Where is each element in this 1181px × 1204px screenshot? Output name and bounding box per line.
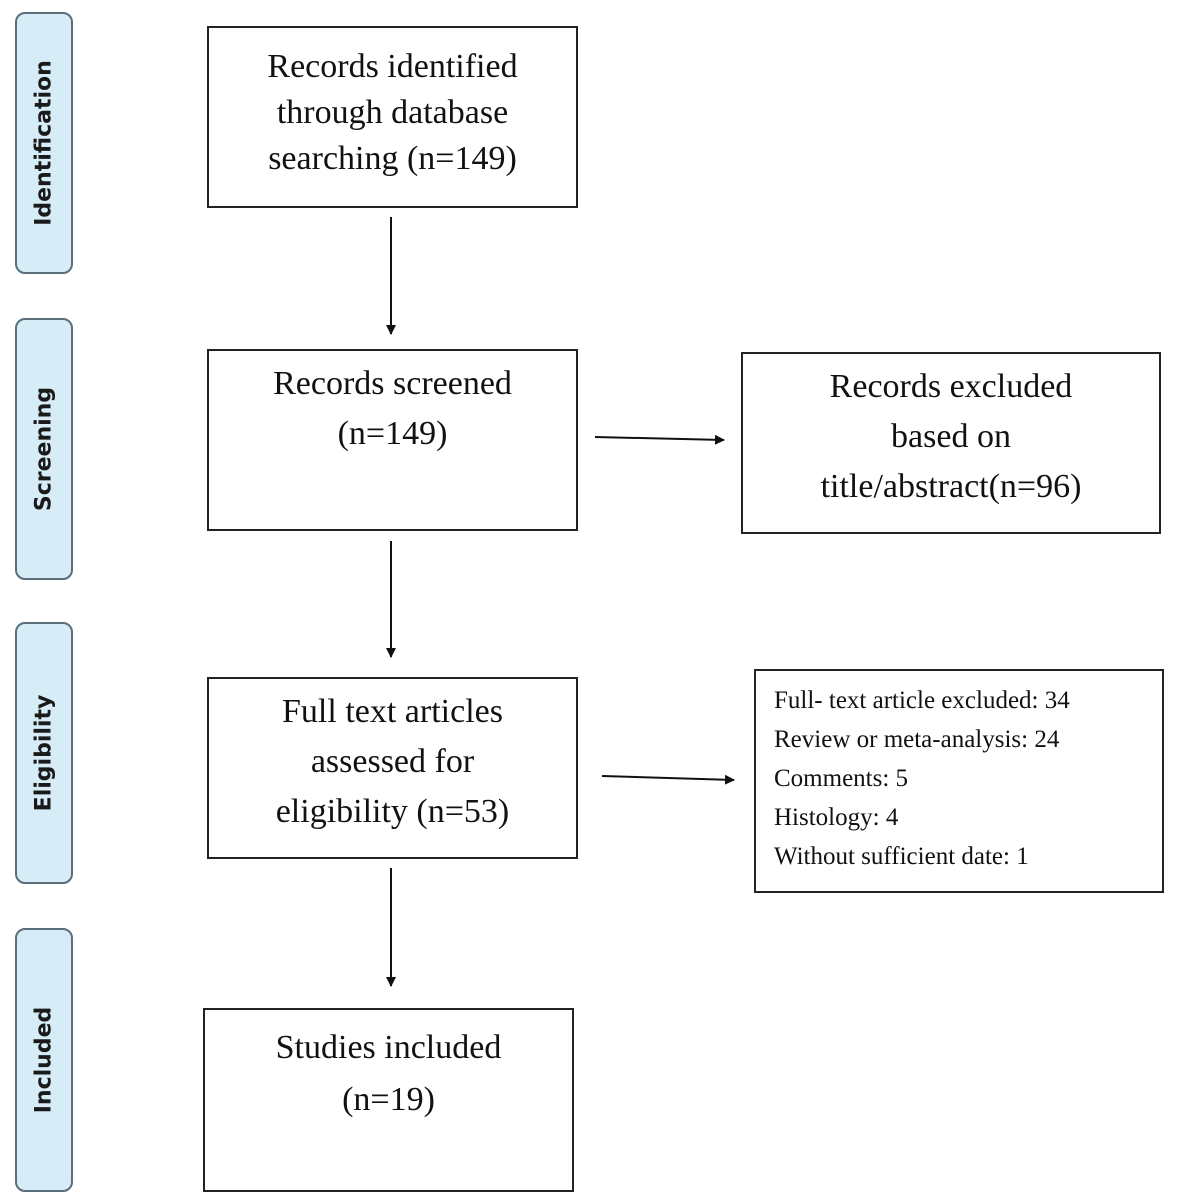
box-text-line: through database [276, 94, 509, 131]
arrow-full-text-to-excluded [601, 774, 735, 785]
box-text-line: Studies included [275, 1029, 502, 1066]
box-text-line: searching (n=149) [268, 140, 517, 177]
box-text-line: (n=149) [337, 415, 448, 452]
exclusion-reason: Full- text article excluded: 34 [774, 687, 1070, 714]
exclusion-reason: Without sufficient date: 1 [774, 843, 1029, 870]
box-full-text-excluded: Full- text article excluded: 34 Review o… [754, 669, 1164, 893]
stage-screening: Screening [15, 318, 73, 580]
exclusion-reason: Review or meta-analysis: 24 [774, 726, 1060, 753]
stage-identification: Identification [15, 12, 73, 274]
box-text-line: Records screened [273, 365, 512, 402]
box-text-line: based on [891, 418, 1011, 455]
exclusion-reason: Histology: 4 [774, 804, 899, 831]
arrow-screened-to-excluded [594, 434, 725, 445]
stage-eligibility: Eligibility [15, 622, 73, 884]
box-records-screened: Records screened (n=149) [207, 349, 578, 531]
box-records-excluded: Records excluded based on title/abstract… [741, 352, 1161, 534]
box-text-line: eligibility (n=53) [275, 793, 510, 830]
stage-included: Included [15, 928, 73, 1192]
box-text-line: Full text articles [282, 693, 503, 730]
box-full-text-assessed: Full text articles assessed for eligibil… [207, 677, 578, 859]
box-studies-included: Studies included (n=19) [203, 1008, 574, 1192]
box-text-line: assessed for [310, 743, 475, 780]
box-text-line: title/abstract(n=96) [820, 468, 1082, 505]
box-text-line: (n=19) [342, 1081, 435, 1118]
box-text-line: Records excluded [829, 368, 1073, 405]
exclusion-reason: Comments: 5 [774, 765, 909, 792]
box-text-line: Records identified [267, 48, 518, 85]
box-records-identified: Records identified through database sear… [207, 26, 578, 208]
